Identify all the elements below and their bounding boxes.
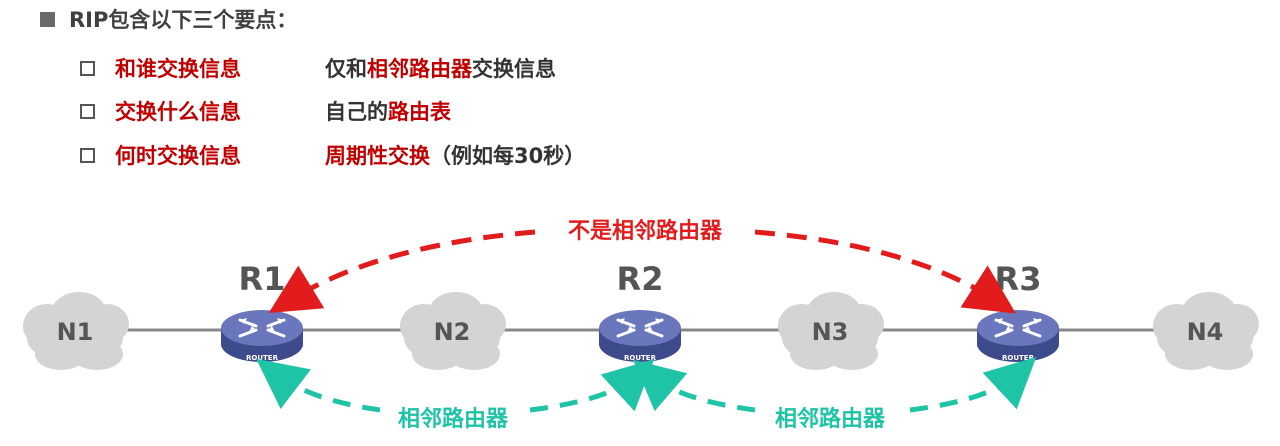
checkbox-icon: [80, 103, 95, 119]
router-label-r3: R3: [995, 260, 1042, 298]
adjacent-label-left: 相邻路由器: [398, 406, 509, 432]
answer-highlight: 相邻路由器: [367, 57, 472, 81]
point-what: 交换什么信息 自己的路由表: [80, 96, 451, 126]
not-adjacent-arrow-right: [754, 229, 1016, 314]
router-caption: ROUTER: [1002, 354, 1035, 362]
router-label-r2: R2: [617, 260, 664, 298]
adjacent-label-right: 相邻路由器: [775, 406, 886, 432]
point-who: 和谁交换信息 仅和相邻路由器交换信息: [80, 53, 556, 83]
point-answer: 自己的路由表: [325, 96, 451, 126]
router-caption: ROUTER: [624, 354, 657, 362]
answer-note: （例如每30秒）: [430, 144, 586, 168]
router-caption: ROUTER: [246, 354, 279, 362]
point-label: 交换什么信息: [115, 100, 241, 124]
point-when: 何时交换信息 周期性交换（例如每30秒）: [80, 140, 585, 170]
not-adjacent-arrow-left: [268, 229, 536, 314]
point-answer: 周期性交换（例如每30秒）: [325, 140, 585, 170]
point-label: 何时交换信息: [115, 144, 241, 168]
point-label: 和谁交换信息: [115, 57, 241, 81]
not-adjacent-label: 不是相邻路由器: [568, 218, 723, 244]
checkbox-icon: [80, 147, 95, 163]
network-label-n3: N3: [812, 318, 849, 346]
router-label-r1: R1: [239, 260, 286, 298]
adjacent-arrow-r1: [256, 358, 381, 413]
bullet-square-icon: [40, 11, 55, 27]
answer-highlight: 路由表: [388, 100, 451, 124]
heading-text: RIP包含以下三个要点：: [69, 8, 298, 32]
answer-text: 仅和: [325, 57, 367, 81]
answer-highlight: 周期性交换: [325, 144, 430, 168]
adjacent-arrow-r3: [909, 357, 1037, 413]
adjacent-arrow-r2-left: [529, 359, 655, 413]
point-answer: 仅和相邻路由器交换信息: [325, 53, 556, 83]
heading: RIP包含以下三个要点：: [40, 4, 297, 34]
adjacent-arrow-r2-right: [633, 359, 756, 413]
network-label-n4: N4: [1187, 318, 1224, 346]
network-label-n1: N1: [57, 318, 94, 346]
network-label-n2: N2: [434, 318, 471, 346]
answer-text: 交换信息: [472, 57, 556, 81]
answer-text: 自己的: [325, 100, 388, 124]
checkbox-icon: [80, 60, 95, 76]
